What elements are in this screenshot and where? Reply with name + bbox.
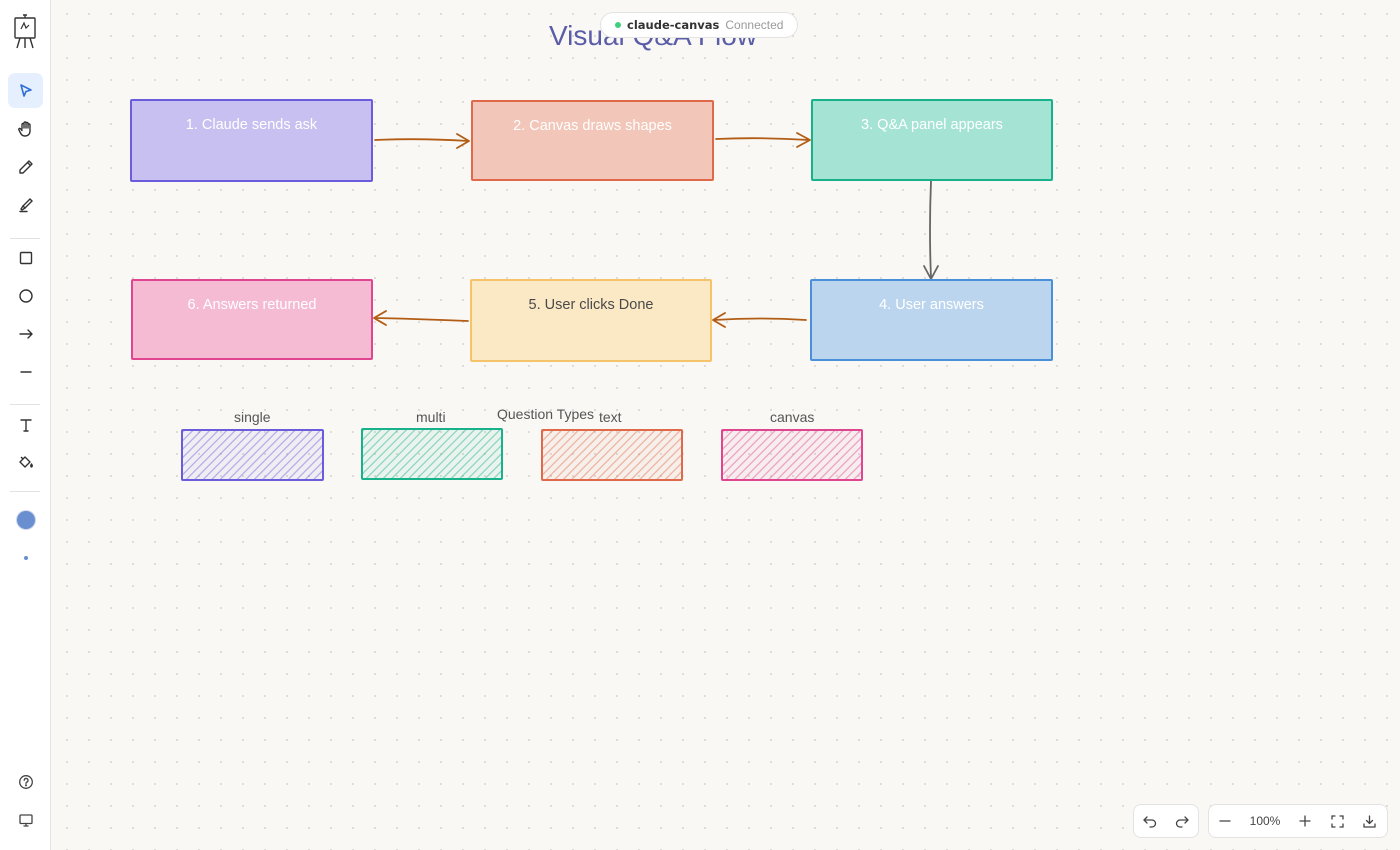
- left-toolbar: [0, 0, 51, 850]
- question-type-text-swatch[interactable]: [541, 429, 683, 481]
- pencil-icon: [18, 159, 33, 174]
- arrow-tool[interactable]: [8, 316, 43, 351]
- connection-state: Connected: [725, 18, 784, 32]
- toolbar-divider: [10, 404, 40, 405]
- flow-step-4[interactable]: 4. User answers: [810, 279, 1053, 361]
- server-name: claude-canvas: [627, 18, 720, 32]
- question-type-canvas-swatch[interactable]: [721, 429, 863, 481]
- easel-logo-icon: [14, 14, 36, 49]
- question-type-label: single: [234, 409, 271, 425]
- question-type-label: multi: [416, 409, 446, 425]
- color-picker[interactable]: [8, 502, 43, 537]
- flow-step-label: 2. Canvas draws shapes: [513, 118, 672, 134]
- flow-step-label: 5. User clicks Done: [528, 297, 654, 313]
- select-tool[interactable]: [8, 73, 43, 108]
- status-indicator-dot: [615, 22, 621, 28]
- stroke-dot: [23, 555, 28, 560]
- display-button[interactable]: [8, 802, 43, 837]
- flow-step-2[interactable]: 2. Canvas draws shapes: [471, 100, 714, 181]
- question-types-heading[interactable]: Question Types: [497, 406, 595, 422]
- zoom-out-button[interactable]: [1209, 805, 1241, 837]
- undo-button[interactable]: [1134, 805, 1166, 837]
- monitor-icon: [18, 813, 33, 827]
- flow-step-label: 6. Answers returned: [187, 297, 317, 313]
- circle-icon: [18, 288, 33, 303]
- hand-icon: [17, 120, 31, 137]
- paint-bucket-icon: [19, 456, 33, 468]
- flow-step-label: 4. User answers: [879, 297, 984, 313]
- minus-icon: [1219, 820, 1231, 822]
- app-logo: [12, 13, 38, 49]
- flow-step-5[interactable]: 5. User clicks Done: [470, 279, 712, 362]
- color-swatch: [16, 510, 35, 529]
- flow-step-label: 1. Claude sends ask: [185, 117, 318, 133]
- flow-step-label: 3. Q&A panel appears: [861, 117, 1003, 133]
- question-type-label: canvas: [770, 409, 815, 425]
- plus-icon: [1299, 815, 1311, 827]
- pen-tool[interactable]: [8, 149, 43, 184]
- cursor-icon: [19, 83, 32, 97]
- redo-icon: [1175, 816, 1189, 828]
- zoom-in-button[interactable]: [1289, 805, 1321, 837]
- zoom-controls: 100%: [1208, 804, 1388, 838]
- download-icon: [1362, 814, 1376, 828]
- ellipse-tool[interactable]: [8, 278, 43, 313]
- fit-screen-button[interactable]: [1321, 805, 1353, 837]
- flow-step-6[interactable]: 6. Answers returned: [131, 279, 373, 360]
- toolbar-divider: [10, 238, 40, 239]
- stroke-width-picker[interactable]: [8, 540, 43, 575]
- highlighter-tool[interactable]: [8, 187, 43, 222]
- question-type-multi-swatch[interactable]: [361, 428, 503, 480]
- text-icon: [19, 418, 32, 432]
- highlighter-icon: [18, 197, 33, 212]
- square-icon: [19, 251, 32, 264]
- arrow-right-icon: [18, 328, 33, 339]
- redo-button[interactable]: [1166, 805, 1198, 837]
- rectangle-tool[interactable]: [8, 240, 43, 275]
- undo-icon: [1143, 816, 1157, 828]
- flow-step-1[interactable]: 1. Claude sends ask: [130, 99, 373, 182]
- export-button[interactable]: [1353, 805, 1385, 837]
- line-tool[interactable]: [8, 354, 43, 389]
- fill-tool[interactable]: [8, 445, 43, 480]
- question-type-label: text: [599, 409, 622, 425]
- line-icon: [19, 370, 32, 373]
- help-button[interactable]: [8, 764, 43, 799]
- hand-tool[interactable]: [8, 111, 43, 146]
- expand-icon: [1330, 814, 1344, 828]
- help-circle-icon: [18, 774, 33, 789]
- connection-status: claude-canvas Connected: [600, 12, 798, 38]
- question-type-single-swatch[interactable]: [181, 429, 324, 481]
- text-tool[interactable]: [8, 407, 43, 442]
- zoom-level[interactable]: 100%: [1249, 814, 1281, 828]
- history-controls: [1133, 804, 1199, 838]
- toolbar-divider: [10, 491, 40, 492]
- flow-step-3[interactable]: 3. Q&A panel appears: [811, 99, 1053, 181]
